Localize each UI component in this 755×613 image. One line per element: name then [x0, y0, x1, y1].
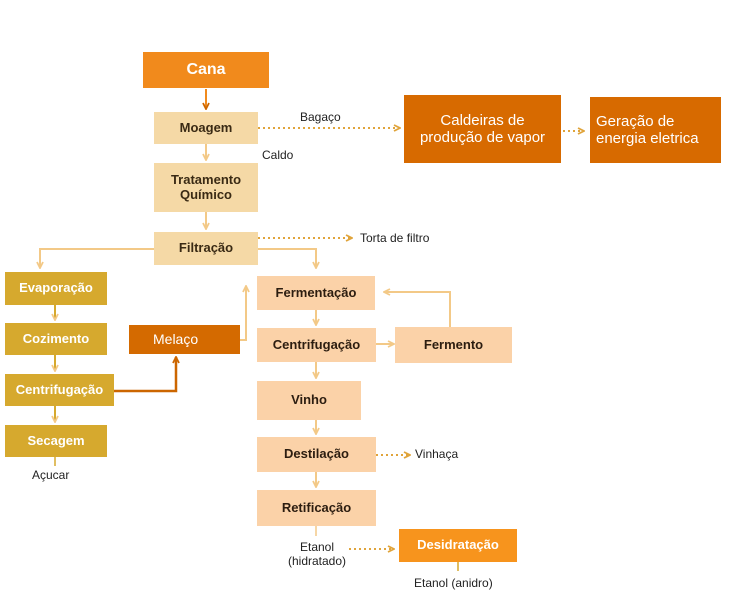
- node-vinho: Vinho: [257, 381, 361, 420]
- arrow-fermento-fermentacao: [384, 292, 451, 327]
- arrow-filtracao-fermentacao: [258, 248, 316, 268]
- arrow-melaco-fermentacao: [240, 286, 246, 341]
- node-melaco: Melaço: [129, 325, 240, 354]
- label-etanol-anidro: Etanol (anidro): [414, 576, 493, 590]
- node-cozimento: Cozimento: [5, 323, 107, 355]
- label-torta-de-filtro: Torta de filtro: [360, 231, 430, 245]
- arrow-filtracao-evaporacao: [40, 248, 154, 268]
- node-fermentacao: Fermentação: [257, 276, 375, 310]
- label-vinhaca: Vinhaça: [415, 447, 459, 461]
- arrow-centrifugacao-melaco: [114, 357, 176, 393]
- node-evaporacao: Evaporação: [5, 272, 107, 305]
- node-retificacao: Retificação: [257, 490, 376, 526]
- label-bagaco: Bagaço: [300, 110, 341, 124]
- node-destilacao: Destilação: [257, 437, 376, 472]
- node-cana: Cana: [143, 52, 269, 88]
- node-fermento: Fermento: [395, 327, 512, 363]
- node-moagem: Moagem: [154, 112, 258, 144]
- node-filtracao: Filtração: [154, 232, 258, 265]
- label-etanol-hidratado: Etanol (hidratado): [287, 540, 347, 569]
- node-tratamento-quimico: Tratamento Químico: [154, 163, 258, 212]
- node-geracao-energia: Geração de energia eletrica: [590, 97, 721, 163]
- node-desidratacao: Desidratação: [399, 529, 517, 562]
- label-caldo: Caldo: [262, 148, 294, 162]
- node-centrifugacao-etanol: Centrifugação: [257, 328, 376, 362]
- node-caldeiras: Caldeiras de produção de vapor: [404, 95, 561, 163]
- node-secagem: Secagem: [5, 425, 107, 457]
- node-centrifugacao-acucar: Centrifugação: [5, 374, 114, 406]
- label-acucar: Açucar: [32, 468, 70, 482]
